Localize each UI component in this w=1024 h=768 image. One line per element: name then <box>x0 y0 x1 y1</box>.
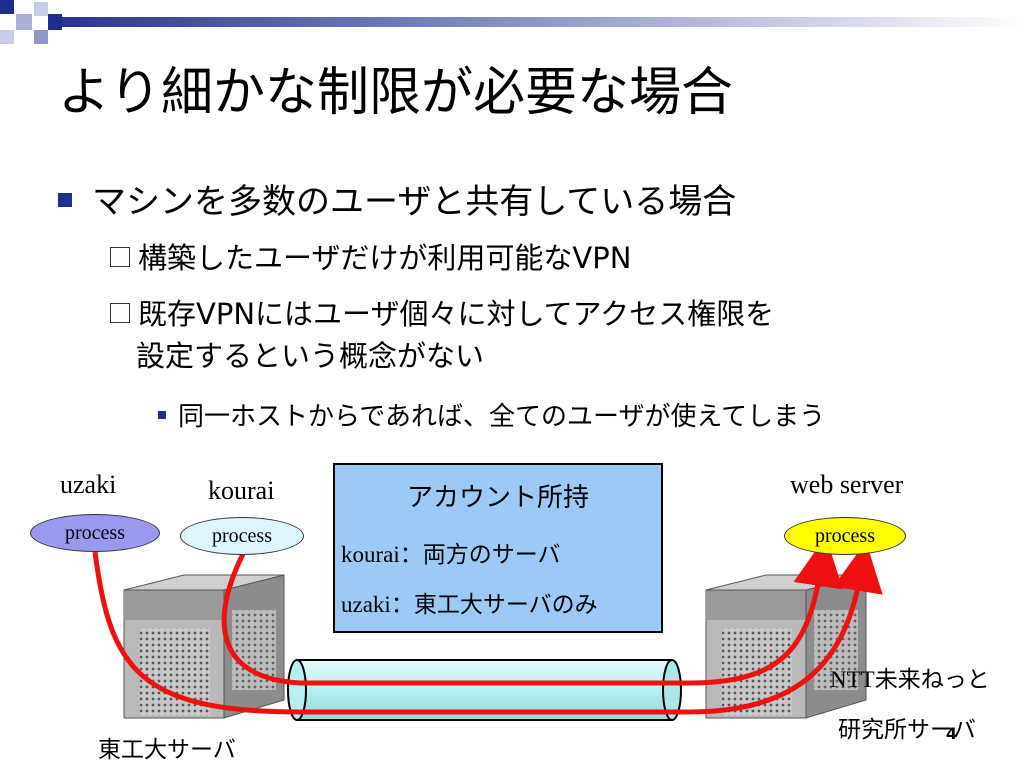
account-user: kourai <box>341 542 400 567</box>
bullet-level3: 同一ホストからであれば、全てのユーザが使えてしまう <box>158 396 825 433</box>
right-server-icon <box>705 574 867 719</box>
account-permission: ：両方のサーバ <box>399 542 561 568</box>
kourai-process-node: process <box>180 517 304 555</box>
uzaki-arrow <box>92 541 883 715</box>
account-row-uzaki: uzaki：東工大サーバのみ <box>341 585 598 619</box>
bullet-square-icon <box>58 192 72 207</box>
bullet-square-icon <box>158 410 166 419</box>
user-label-kourai: kourai <box>208 476 275 505</box>
left-server-label: 東工大サーバ <box>98 737 236 763</box>
web-server-label: web server <box>790 470 904 499</box>
bullet-text: 既存VPNにはユーザ個々に対してアクセス権限を <box>138 297 775 331</box>
bullet-text: 同一ホストからであれば、全てのユーザが使えてしまう <box>178 402 826 432</box>
account-title: アカウント所持 <box>406 483 589 513</box>
corner-decoration <box>0 0 1024 44</box>
account-user: uzaki <box>341 592 391 617</box>
bullet-level2-item: 構築したユーザだけが利用可能なVPN <box>110 238 631 279</box>
user-label-uzaki: uzaki <box>60 470 117 499</box>
bullet-text: 構築したユーザだけが利用可能なVPN <box>138 241 632 275</box>
account-box: アカウント所持 kourai：両方のサーバ uzaki：東工大サーバのみ <box>333 463 663 633</box>
kourai-arrow <box>221 536 843 686</box>
uzaki-process-node: process <box>30 514 160 552</box>
bullet-level1: マシンを多数のユーザと共有している場合 <box>58 174 736 223</box>
left-server-icon <box>123 574 285 719</box>
page-number: 4 <box>946 724 958 743</box>
bullet-level2-item: 既存VPNにはユーザ個々に対してアクセス権限を <box>110 294 774 335</box>
checkbox-bullet-icon <box>110 247 130 267</box>
web-process-node: process <box>784 517 906 555</box>
bullet-text: マシンを多数のユーザと共有している場合 <box>92 182 737 222</box>
right-server-label-line2: 研究所サーバ <box>838 717 976 743</box>
account-row-kourai: kourai：両方のサーバ <box>341 535 561 569</box>
right-server-label-line1: NTT未来ねっと <box>830 667 990 692</box>
bullet-level2-continuation: 設定するという概念がない <box>136 339 485 373</box>
checkbox-bullet-icon <box>110 303 130 323</box>
account-permission: ：東工大サーバのみ <box>390 592 598 618</box>
page-title: より細かな制限が必要な場合 <box>58 63 733 123</box>
